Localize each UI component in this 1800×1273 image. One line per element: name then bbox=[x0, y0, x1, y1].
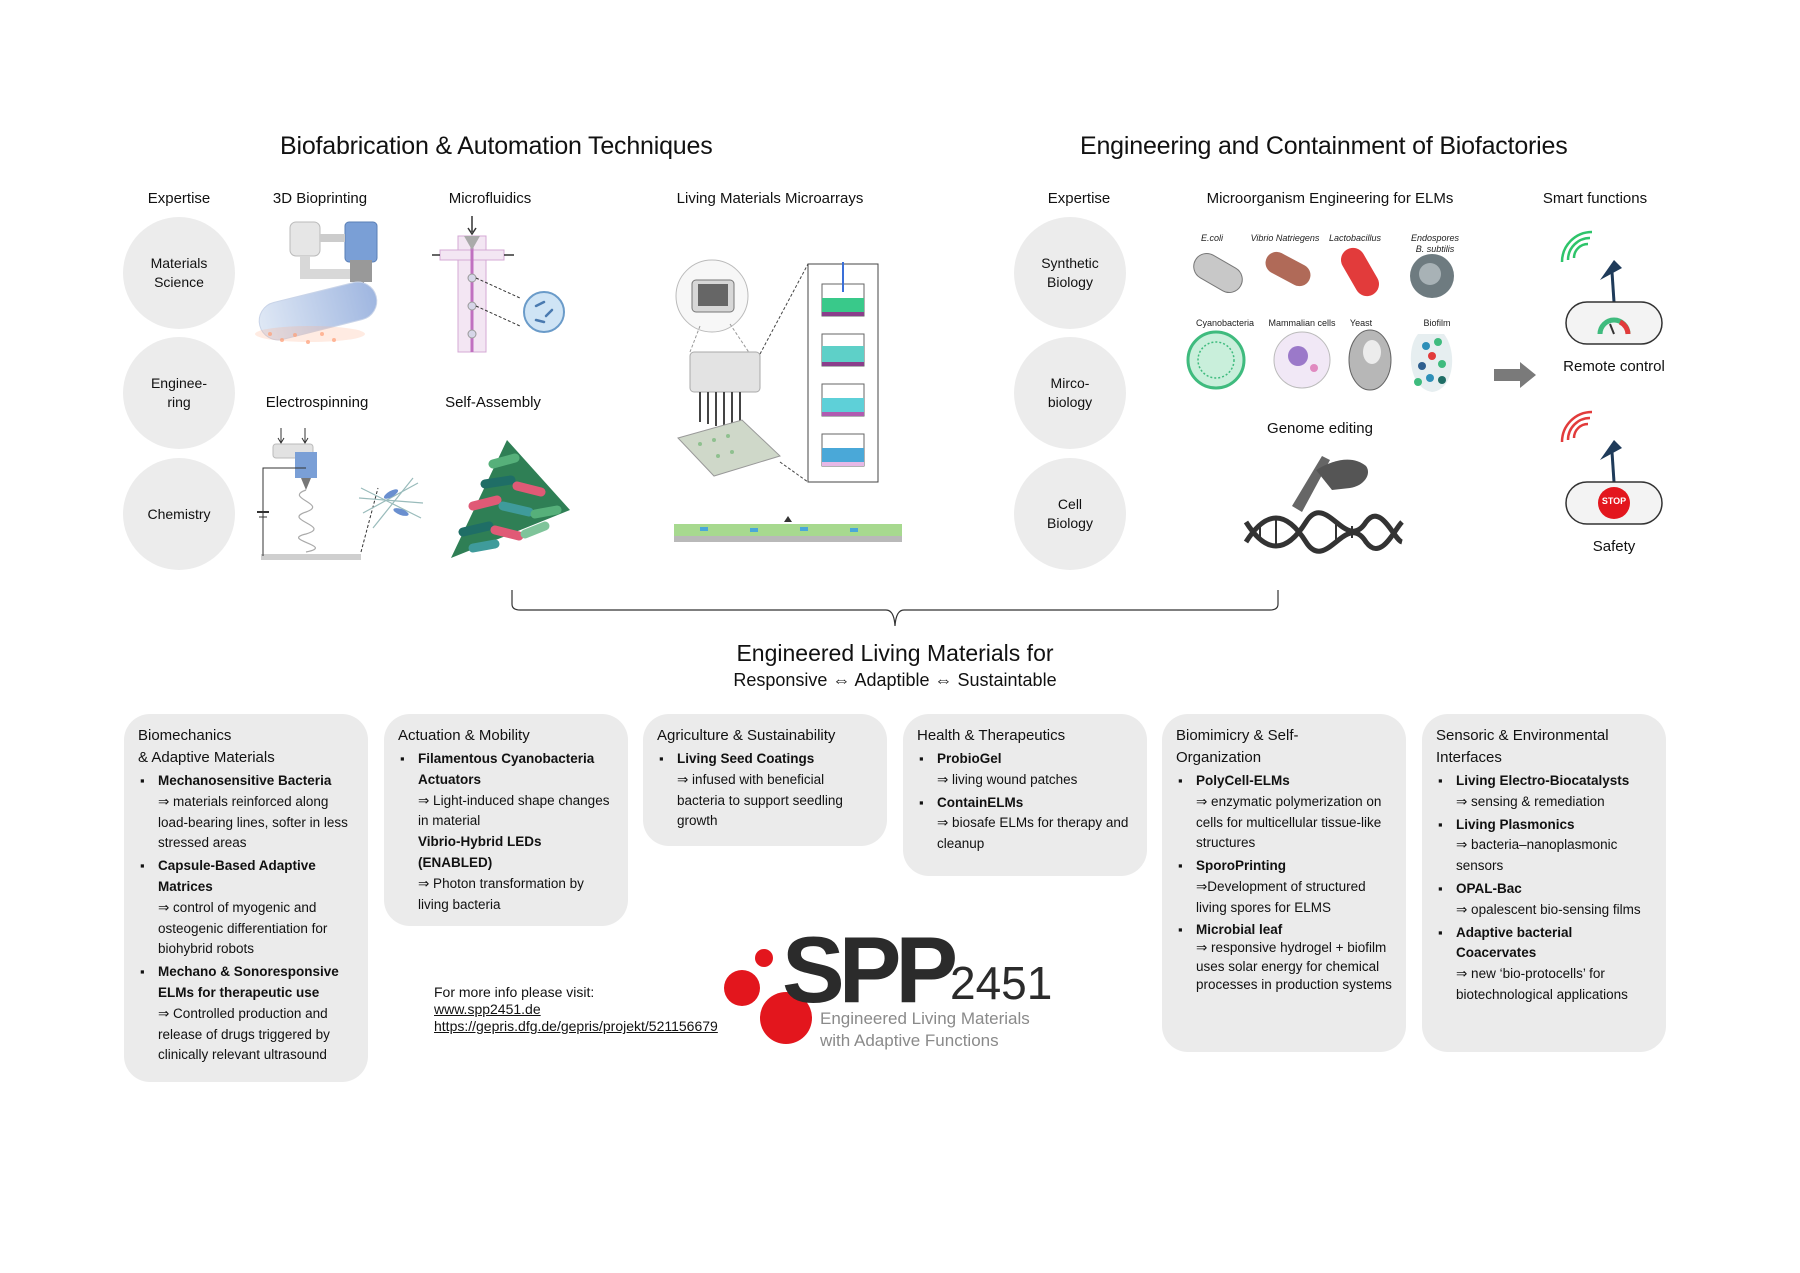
list-item: Living Electro-Biocatalysts⇒ sensing & r… bbox=[1438, 771, 1654, 813]
self-assembly-illustration bbox=[451, 440, 570, 558]
list-item: Adaptive bacterial Coacervates⇒ new ‘bio… bbox=[1438, 923, 1654, 1006]
list-item: Filamentous Cyanobacteria Actuators⇒ Lig… bbox=[400, 749, 616, 915]
logo-spp: SPP bbox=[782, 917, 958, 1022]
microarray-illustration bbox=[674, 259, 902, 542]
safety-label: Safety bbox=[1592, 538, 1636, 555]
list-item: Mechano & Sonoresponsive ELMs for therap… bbox=[140, 962, 356, 1066]
elm-subtitle: Responsive ⇔ Adaptible ⇔ Sustaintable bbox=[733, 670, 1057, 690]
remote-control-device-icon bbox=[1560, 230, 1663, 345]
expertise-chemistry: Chemistry bbox=[123, 458, 235, 570]
card-title: Actuation & Mobility bbox=[398, 727, 530, 744]
technique-microfluidics: Microfluidics bbox=[448, 190, 532, 207]
microorganism-label: Microorganism Engineering for ELMs bbox=[1206, 190, 1454, 207]
list-item: Living Seed Coatings⇒ infused with benef… bbox=[659, 749, 875, 832]
card-actuation: Actuation & Mobility Filamentous Cyanoba… bbox=[384, 714, 628, 926]
link-spp2451[interactable]: www.spp2451.de bbox=[434, 1001, 541, 1017]
list-item: SporoPrinting⇒Development of structured … bbox=[1178, 856, 1394, 918]
elm-title: Engineered Living Materials for bbox=[736, 640, 1054, 666]
microfluidics-illustration bbox=[432, 216, 565, 353]
organism-vibrio-label: Vibrio Natriegens bbox=[1250, 233, 1320, 243]
logo-number: 2451 bbox=[950, 957, 1053, 1009]
info-block: For more info please visit: www.spp2451.… bbox=[434, 984, 734, 1035]
logo-tagline-2: with Adaptive Functions bbox=[820, 1031, 999, 1050]
organism-bsubtilis-label: B. subtilis bbox=[1415, 244, 1455, 254]
right-expertise-label: Expertise bbox=[1047, 190, 1111, 207]
list-item: ProbioGel⇒ living wound patches bbox=[919, 749, 1135, 791]
right-section-title: Engineering and Containment of Biofactor… bbox=[1080, 132, 1568, 160]
remote-control-label: Remote control bbox=[1563, 358, 1665, 375]
technique-microarrays: Living Materials Microarrays bbox=[676, 190, 864, 207]
organism-yeast-label: Yeast bbox=[1349, 318, 1373, 328]
technique-electrospinning: Electrospinning bbox=[265, 394, 369, 411]
expertise-materials-science: Materials Science bbox=[123, 217, 235, 329]
list-item: Mechanosensitive Bacteria⇒ materials rei… bbox=[140, 771, 356, 854]
card-title: Agriculture & Sustainability bbox=[657, 727, 836, 744]
left-expertise-label: Expertise bbox=[147, 190, 211, 207]
organism-mammalian-label: Mammalian cells bbox=[1268, 318, 1336, 328]
card-title: Health & Therapeutics bbox=[917, 727, 1066, 744]
organism-cyanobacteria-label: Cyanobacteria bbox=[1195, 318, 1255, 328]
card-biomimicry: Biomimicry & Self- Organization PolyCell… bbox=[1162, 714, 1406, 1052]
organism-endospores-label: Endospores bbox=[1410, 233, 1460, 243]
expertise-synthetic-biology: Synthetic Biology bbox=[1014, 217, 1126, 329]
expertise-microbiology: Mirco- biology bbox=[1014, 337, 1126, 449]
link-gepris[interactable]: https://gepris.dfg.de/gepris/projekt/521… bbox=[434, 1018, 718, 1034]
list-item: Microbial leaf⇒ responsive hydrogel + bi… bbox=[1178, 921, 1394, 995]
list-item: Living Plasmonics⇒ bacteria–nanoplasmoni… bbox=[1438, 815, 1654, 877]
card-biomechanics: Biomechanics & Adaptive Materials Mechan… bbox=[124, 714, 368, 1082]
expertise-engineering: Enginee- ring bbox=[123, 337, 235, 449]
list-item: OPAL-Bac⇒ opalescent bio-sensing films bbox=[1438, 879, 1654, 921]
info-lead: For more info please visit: bbox=[434, 984, 595, 1000]
genome-editing-label: Genome editing bbox=[1267, 420, 1373, 437]
stop-button-label: STOP bbox=[1601, 496, 1627, 506]
technique-3d-bioprinting: 3D Bioprinting bbox=[272, 190, 368, 207]
left-section-title: Biofabrication & Automation Techniques bbox=[280, 132, 713, 160]
electrospinning-illustration bbox=[257, 428, 424, 560]
right-arrow-icon bbox=[1494, 362, 1536, 388]
organism-lactobacillus-label: Lactobacillus bbox=[1328, 233, 1382, 243]
expertise-cell-biology: Cell Biology bbox=[1014, 458, 1126, 570]
list-item: PolyCell-ELMs⇒ enzymatic polymerization … bbox=[1178, 771, 1394, 854]
brace-connector bbox=[511, 590, 1279, 627]
smart-functions-label: Smart functions bbox=[1542, 190, 1648, 207]
list-item: Capsule-Based Adaptive Matrices⇒ control… bbox=[140, 856, 356, 960]
organism-illustrations bbox=[1186, 247, 1454, 392]
bioprinter-illustration bbox=[255, 221, 378, 344]
dna-editing-icon bbox=[1243, 456, 1404, 554]
spp-logo-dots bbox=[724, 949, 812, 1044]
card-title: Biomimicry & Self- Organization bbox=[1176, 727, 1299, 766]
organism-ecoli-label: E.coli bbox=[1200, 233, 1223, 243]
card-title: Sensoric & Environmental Interfaces bbox=[1436, 727, 1609, 766]
card-health: Health & Therapeutics ProbioGel⇒ living … bbox=[903, 714, 1147, 876]
logo-tagline-1: Engineered Living Materials bbox=[820, 1009, 1030, 1028]
organism-biofilm-label: Biofilm bbox=[1423, 318, 1451, 328]
technique-self-assembly: Self-Assembly bbox=[445, 394, 541, 411]
safety-device-icon bbox=[1560, 410, 1663, 525]
card-title: Biomechanics & Adaptive Materials bbox=[138, 727, 275, 766]
card-sensoric: Sensoric & Environmental Interfaces Livi… bbox=[1422, 714, 1666, 1052]
list-item: ContainELMs⇒ biosafe ELMs for therapy an… bbox=[919, 793, 1135, 855]
card-agriculture: Agriculture & Sustainability Living Seed… bbox=[643, 714, 887, 846]
